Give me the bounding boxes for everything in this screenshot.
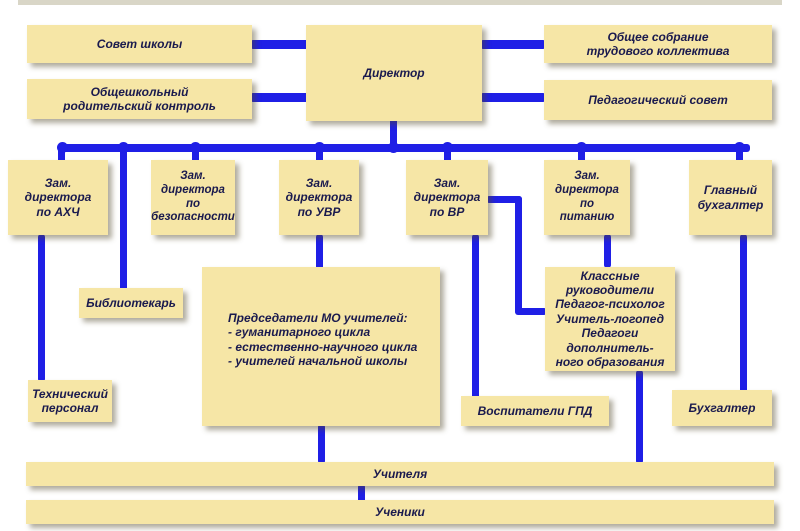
librarian-box: Библиотекарь	[79, 288, 183, 318]
deputy-safety-box: Зам. директора по безопасности	[151, 160, 235, 235]
gpd-teachers-box: Воспитатели ГПД	[461, 396, 609, 426]
connector-vr-class-h2	[515, 308, 547, 315]
junction-dot	[118, 142, 129, 153]
connector-food-class	[604, 234, 611, 268]
ped-council-box: Педагогический совет	[544, 80, 772, 120]
class-leaders-box: Классные руководители Педагог-психолог У…	[545, 267, 675, 371]
connector-main-bus	[60, 144, 750, 152]
director-box: Директор	[306, 25, 482, 121]
connector-ahch-tech	[38, 234, 45, 382]
school-council-box: Совет школы	[27, 25, 252, 63]
deputy-ahch-box: Зам. директора по АХЧ	[8, 160, 108, 235]
connector-director-pedcouncil	[480, 93, 546, 102]
parents-control-box: Общешкольный родительский контроль	[27, 79, 252, 119]
junction-dot	[190, 142, 201, 153]
connector-bus-library	[120, 146, 127, 292]
junction-dot	[576, 142, 587, 153]
connector-council-director	[250, 40, 310, 49]
connector-bus-food	[578, 146, 585, 166]
junction-dot	[388, 142, 399, 153]
top-rule	[18, 0, 782, 5]
deputy-food-box: Зам. директора по питанию	[544, 160, 630, 235]
connector-bus-vr	[444, 146, 451, 166]
junction-dot	[442, 142, 453, 153]
chief-accountant-box: Главный бухгалтер	[689, 160, 772, 235]
tech-staff-box: Технический персонал	[28, 380, 112, 422]
teachers-box: Учителя	[26, 462, 774, 486]
connector-chief-accountant	[740, 234, 747, 394]
connector-director-down	[390, 118, 397, 150]
connector-bus-safety	[192, 146, 199, 166]
general-assembly-box: Общее собрание трудового коллектива	[544, 25, 772, 63]
junction-dot	[57, 142, 68, 153]
connector-vr-class-h	[486, 196, 522, 203]
connector-class-teachers	[636, 370, 643, 464]
junction-dot	[314, 142, 325, 153]
connector-parents-director	[250, 93, 310, 102]
connector-director-assembly	[480, 40, 546, 49]
connector-teachers-students	[358, 484, 365, 504]
connector-uvr-mo	[316, 234, 323, 270]
connector-vr-gpd	[472, 234, 479, 400]
connector-vr-class-v	[515, 196, 522, 314]
connector-mo-teachers	[318, 424, 325, 464]
deputy-vr-box: Зам. директора по ВР	[406, 160, 488, 235]
deputy-uvr-box: Зам. директора по УВР	[279, 160, 359, 235]
connector-bus-ahch	[58, 146, 65, 168]
connector-bus-chief	[736, 146, 743, 166]
mo-chairs-box: Председатели МО учителей: - гуманитарног…	[202, 267, 440, 426]
accountant-box: Бухгалтер	[672, 390, 772, 426]
students-box: Ученики	[26, 500, 774, 524]
junction-dot	[734, 142, 745, 153]
connector-bus-uvr	[316, 146, 323, 166]
